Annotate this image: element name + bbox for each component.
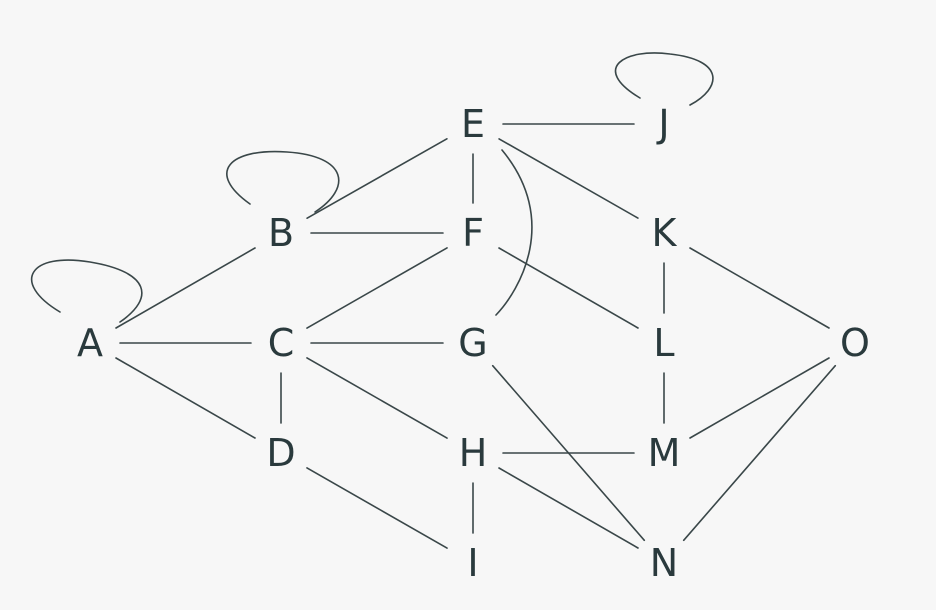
node-G: G xyxy=(458,321,487,365)
edge-B-E xyxy=(306,138,448,219)
edge-layer xyxy=(30,52,837,549)
edge-M-O xyxy=(689,357,830,439)
node-E: E xyxy=(461,102,485,146)
node-A: A xyxy=(77,321,103,365)
node-K: K xyxy=(652,211,678,255)
edge-A-B xyxy=(115,247,256,329)
edge-C-H xyxy=(306,357,448,439)
node-J: J xyxy=(656,102,669,146)
edge-E-G xyxy=(495,149,533,316)
node-D: D xyxy=(266,431,295,475)
node-H: H xyxy=(459,431,488,475)
node-L: L xyxy=(653,321,674,365)
edge-D-I xyxy=(306,467,448,549)
node-F: F xyxy=(462,211,484,255)
edge-F-L xyxy=(498,247,639,329)
node-M: M xyxy=(648,431,681,475)
edge-C-F xyxy=(306,247,448,329)
edge-K-O xyxy=(689,247,830,329)
edge-H-N xyxy=(498,467,639,549)
node-C: C xyxy=(268,321,295,365)
edge-A-D xyxy=(115,357,256,439)
node-O: O xyxy=(840,321,870,365)
edge-N-O xyxy=(682,364,837,542)
self-loop-J xyxy=(614,52,714,106)
node-layer: A B C D E F G H I J K L M N O xyxy=(77,102,870,585)
self-loop-A xyxy=(30,259,143,323)
node-I: I xyxy=(467,541,478,585)
node-N: N xyxy=(650,541,678,585)
self-loop-B xyxy=(226,150,340,213)
node-B: B xyxy=(268,211,294,255)
edge-E-K xyxy=(498,138,639,219)
